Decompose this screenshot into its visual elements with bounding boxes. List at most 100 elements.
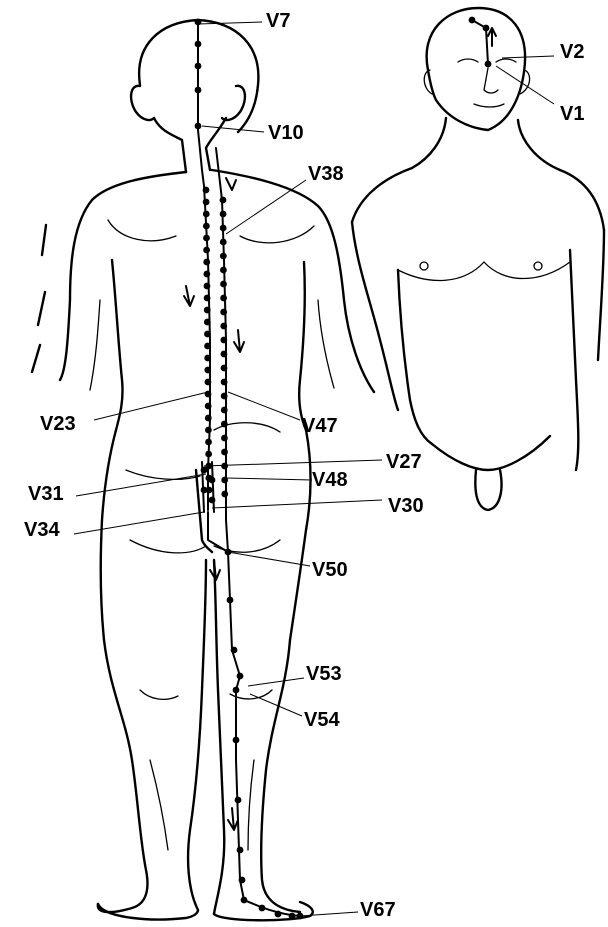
acupoint-dot (239, 877, 246, 884)
leader-v47 (228, 392, 300, 420)
label-v31: V31 (28, 483, 64, 505)
front-nose (484, 68, 498, 93)
acupoint-dot (209, 477, 216, 484)
acupoint-dot (220, 267, 227, 274)
leader-v2 (502, 56, 554, 58)
label-v30: V30 (388, 495, 424, 517)
label-v48: V48 (312, 469, 348, 491)
front-chest (398, 262, 570, 280)
front-pelvis (432, 436, 550, 470)
acupoint-dot (195, 63, 202, 70)
leader-v48 (226, 478, 312, 480)
front-neck (412, 118, 560, 170)
acupoint-dot (221, 407, 228, 414)
acupoint-dot (220, 239, 227, 246)
acupoint-dot (237, 847, 244, 854)
acupoint-dot (221, 379, 228, 386)
acupoint-dot (237, 673, 244, 680)
leader-v30 (212, 500, 382, 508)
torso-left-side (112, 260, 123, 430)
acupoint-dot (221, 393, 228, 400)
neck-right (206, 118, 226, 170)
leader-v38 (226, 180, 306, 234)
left-leg-outer (98, 640, 148, 912)
acupoint-dot (220, 309, 227, 316)
acupoint-dot (195, 41, 202, 48)
right-shoulder (212, 170, 374, 392)
label-v54: V54 (304, 709, 340, 731)
acupoint-dot (195, 87, 202, 94)
buttock-right (214, 423, 280, 553)
acupoint-dot (221, 491, 228, 498)
acupoint-dot (221, 421, 228, 428)
neck-left (154, 118, 186, 172)
label-v34: V34 (24, 519, 60, 541)
acupoint-dot (221, 449, 228, 456)
hip-left (101, 430, 116, 640)
flow-arrow-back-right (234, 330, 244, 352)
acupoint-dot (204, 367, 211, 374)
label-v2: V2 (560, 41, 584, 63)
flow-arrow-back-left (184, 286, 194, 306)
acupoint-dot (204, 331, 211, 338)
front-mouth (474, 104, 504, 107)
label-v23: V23 (40, 413, 76, 435)
flow-arrow-calf (228, 808, 238, 830)
acupoint-dot (220, 197, 227, 204)
leader-v50 (228, 552, 310, 566)
label-v1: V1 (560, 103, 584, 125)
front-shoulders (352, 168, 604, 230)
front-groin (475, 470, 501, 510)
leader-v34 (74, 512, 204, 534)
meridian-leg (226, 520, 244, 900)
acupoint-dot (221, 435, 228, 442)
acupoint-dot (201, 467, 208, 474)
acupoint-dot (203, 199, 210, 206)
acupoint-dot (203, 247, 210, 254)
front-right-nipple (534, 262, 542, 270)
leader-v27 (204, 460, 382, 466)
acupoint-dot (204, 307, 211, 314)
acupoint-dot (220, 281, 227, 288)
right-ear (222, 86, 245, 120)
acupoint-dot (235, 797, 242, 804)
acupoint-dot (204, 295, 211, 302)
left-arm-dash-3 (32, 345, 40, 372)
leader-v10 (202, 126, 264, 132)
acupoint-dot (205, 439, 212, 446)
left-shoulder (60, 172, 186, 380)
acupoint-dot (220, 295, 227, 302)
acupoint-dot (204, 319, 211, 326)
acupoint-dot (209, 497, 216, 504)
acupoint-markers (195, 17, 492, 920)
inner-arm-left (90, 300, 100, 390)
acupoint-dot (205, 451, 212, 458)
acupoint-dot (220, 225, 227, 232)
front-right-arm (598, 230, 604, 360)
buttock-left (126, 470, 206, 553)
right-leg-outer (261, 640, 300, 912)
acupoint-dot (233, 737, 240, 744)
acupoint-dot (203, 223, 210, 230)
acupoint-dot (220, 337, 227, 344)
front-torso-left (398, 270, 432, 444)
acupoint-dot (203, 235, 210, 242)
acupoint-dot (204, 343, 211, 350)
acupoint-dot (195, 123, 202, 130)
flow-arrow-face (488, 28, 496, 46)
acupoint-dot (205, 415, 212, 422)
leader-v67 (300, 912, 358, 916)
acupoint-dot (485, 61, 492, 68)
acupoint-dot (220, 253, 227, 260)
acupoint-dot (289, 913, 296, 920)
acupoint-dot (220, 323, 227, 330)
label-v38: V38 (308, 163, 344, 185)
hip-right (290, 430, 311, 640)
acupoint-dot (220, 211, 227, 218)
label-v67: V67 (360, 899, 396, 921)
calf-right (248, 760, 254, 850)
bladder-meridian (184, 20, 496, 916)
flow-arrow-thigh (210, 560, 220, 580)
acupoint-dot (469, 17, 476, 24)
flow-arrow-neck (226, 178, 236, 190)
